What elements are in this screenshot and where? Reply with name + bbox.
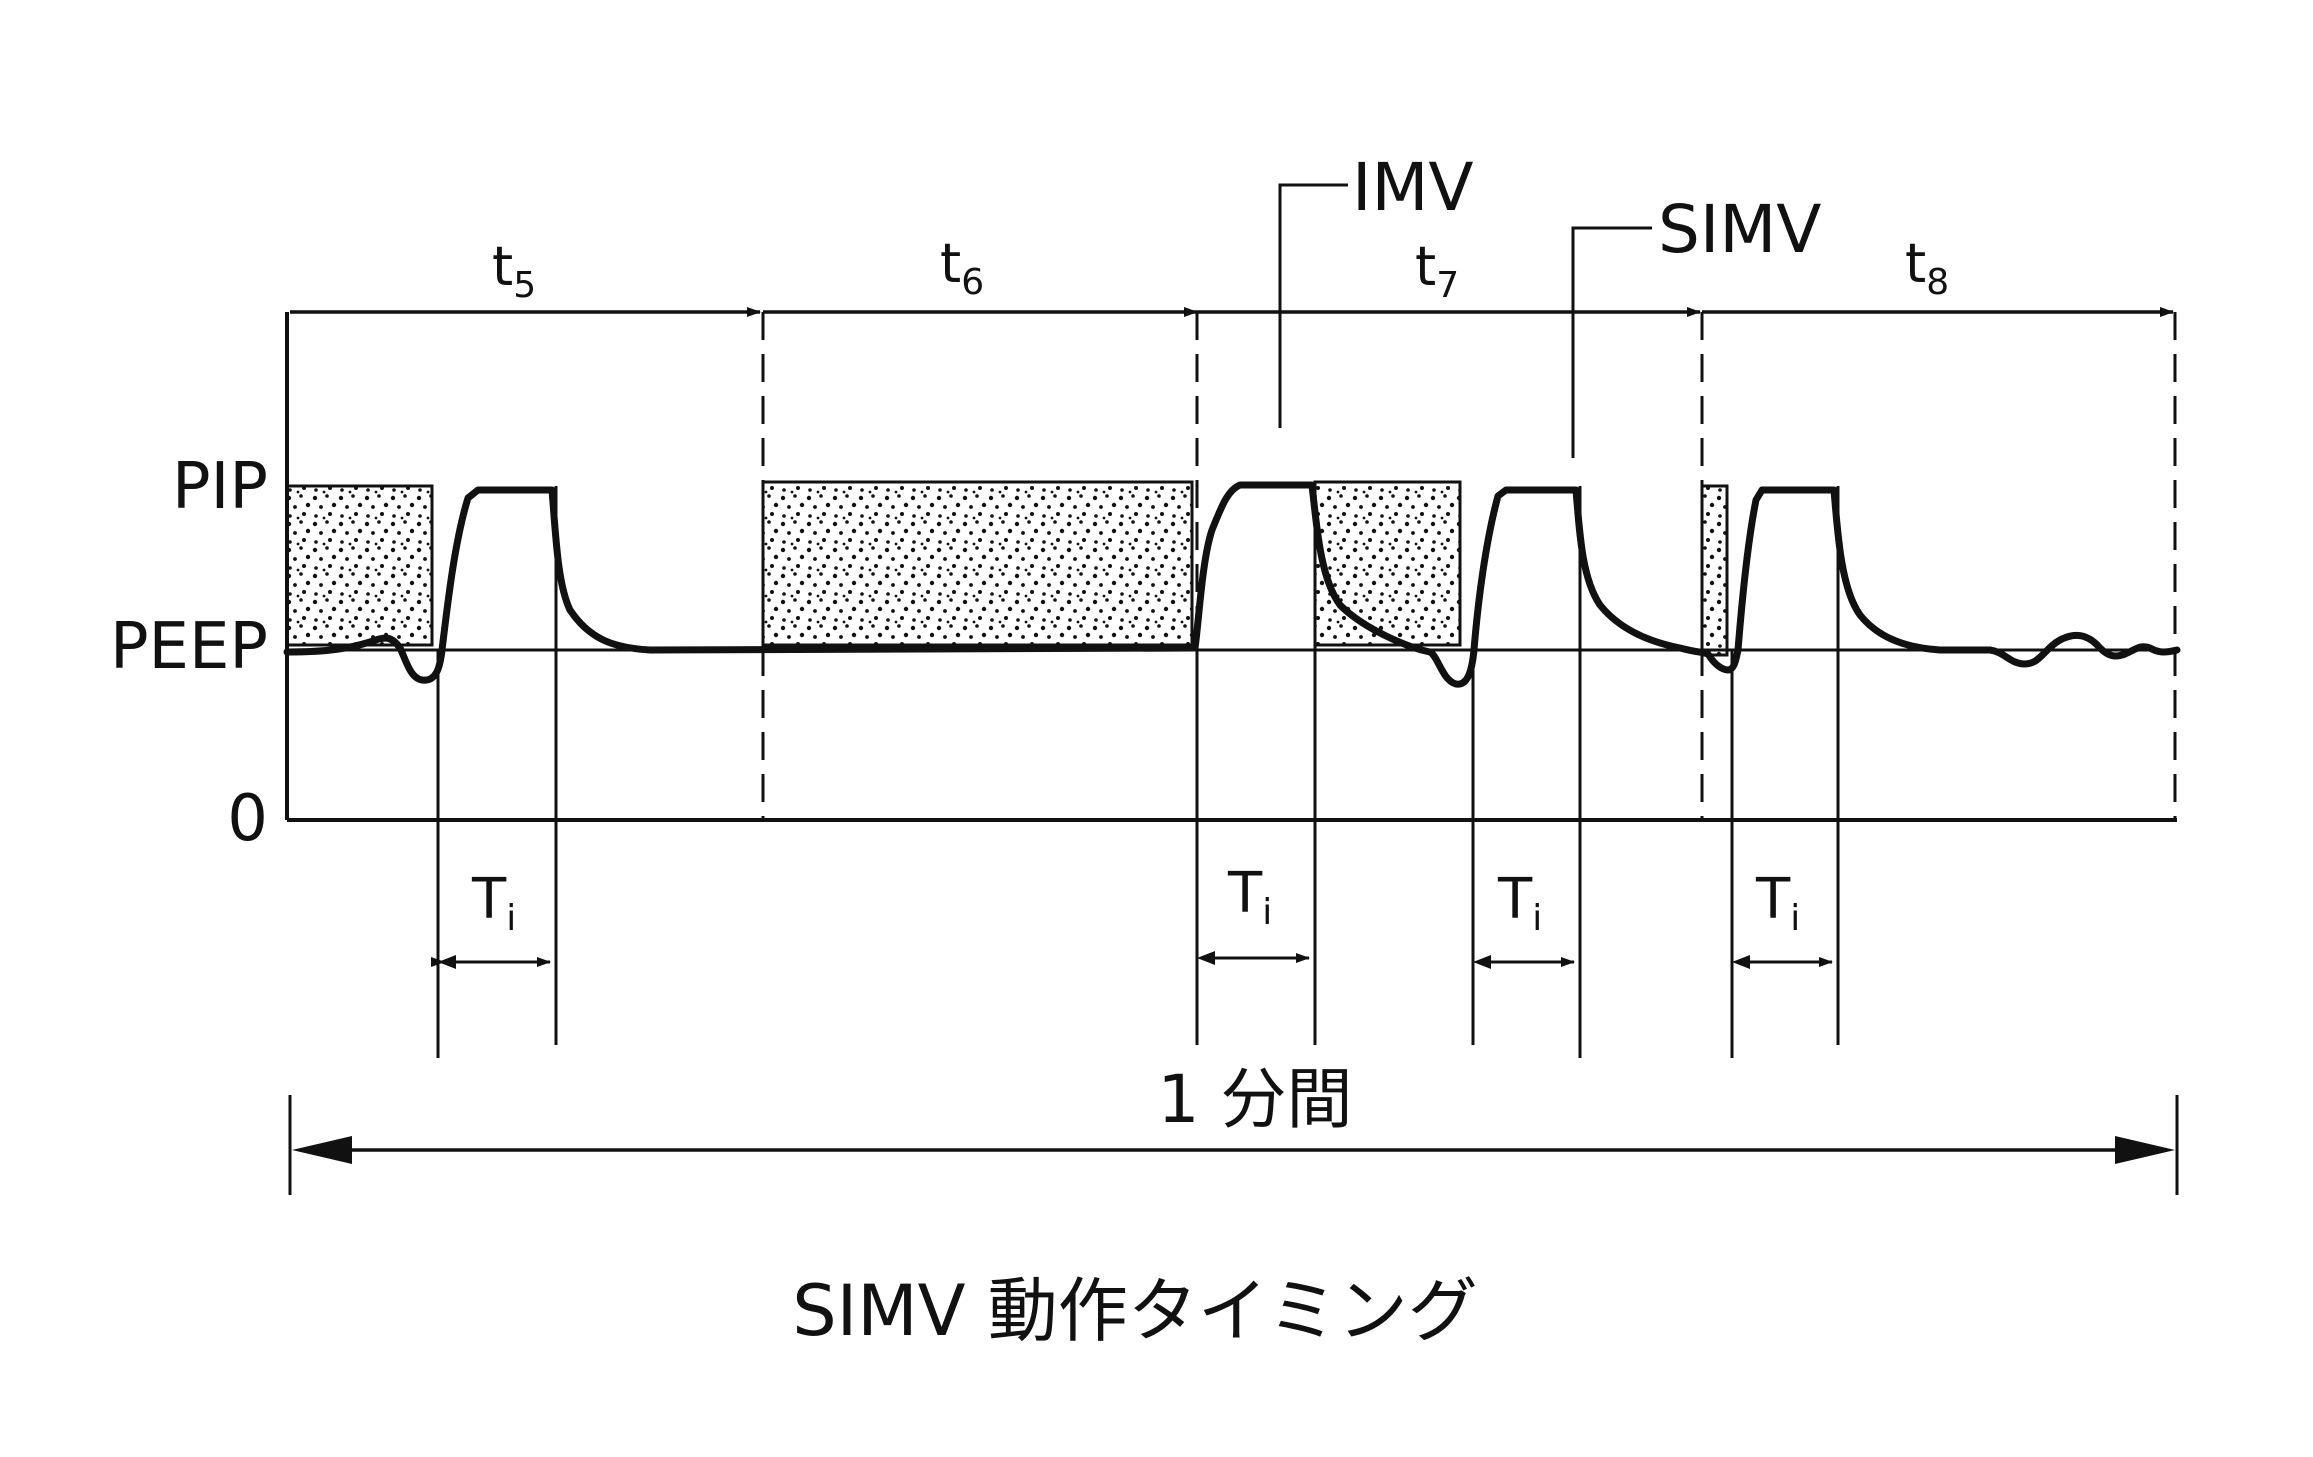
stipple-area-4 [1700, 484, 1729, 657]
ti-label-3: Ti [1497, 867, 1542, 939]
one-minute-span [288, 1095, 2179, 1195]
ti-label-1: Ti [471, 867, 516, 939]
simv-leader [1571, 226, 1652, 458]
ti-arrow-1-head [438, 955, 456, 969]
stipple-area-1 [285, 484, 434, 647]
pressure-waveform [283, 481, 2181, 688]
span-arrow-right [2115, 1136, 2175, 1164]
one-minute-label: 1 分間 [1158, 1061, 1353, 1138]
interval-label-t5: t5 [492, 235, 536, 306]
imv-leader [1278, 183, 1348, 428]
pip-label: PIP [172, 450, 268, 524]
axes [285, 312, 2177, 822]
ti-arrow-2-head [1197, 951, 1215, 965]
interval-label-t7: t7 [1415, 235, 1459, 306]
ti-markers [436, 482, 1840, 1058]
interval-label-t8: t8 [1905, 232, 1949, 303]
ti-label-2: Ti [1227, 861, 1272, 933]
interval-boundaries [761, 312, 2177, 820]
stipple-area-3 [1313, 480, 1462, 647]
zero-label: 0 [227, 782, 268, 856]
ti-arrow-3-head [1473, 955, 1491, 969]
imv-label: IMV [1352, 149, 1474, 226]
interval-label-t6: t6 [940, 232, 984, 303]
stipple-area-2 [761, 480, 1194, 647]
diagram-caption: SIMV 動作タイミング [792, 1270, 1478, 1352]
stippled-areas [285, 480, 1729, 657]
peep-label: PEEP [110, 610, 268, 684]
simv-label: SIMV [1658, 191, 1821, 268]
span-arrow-left [292, 1136, 352, 1164]
ti-arrows [431, 951, 1833, 969]
ti-label-4: Ti [1755, 867, 1800, 939]
ti-arrow-4-head [1732, 955, 1750, 969]
